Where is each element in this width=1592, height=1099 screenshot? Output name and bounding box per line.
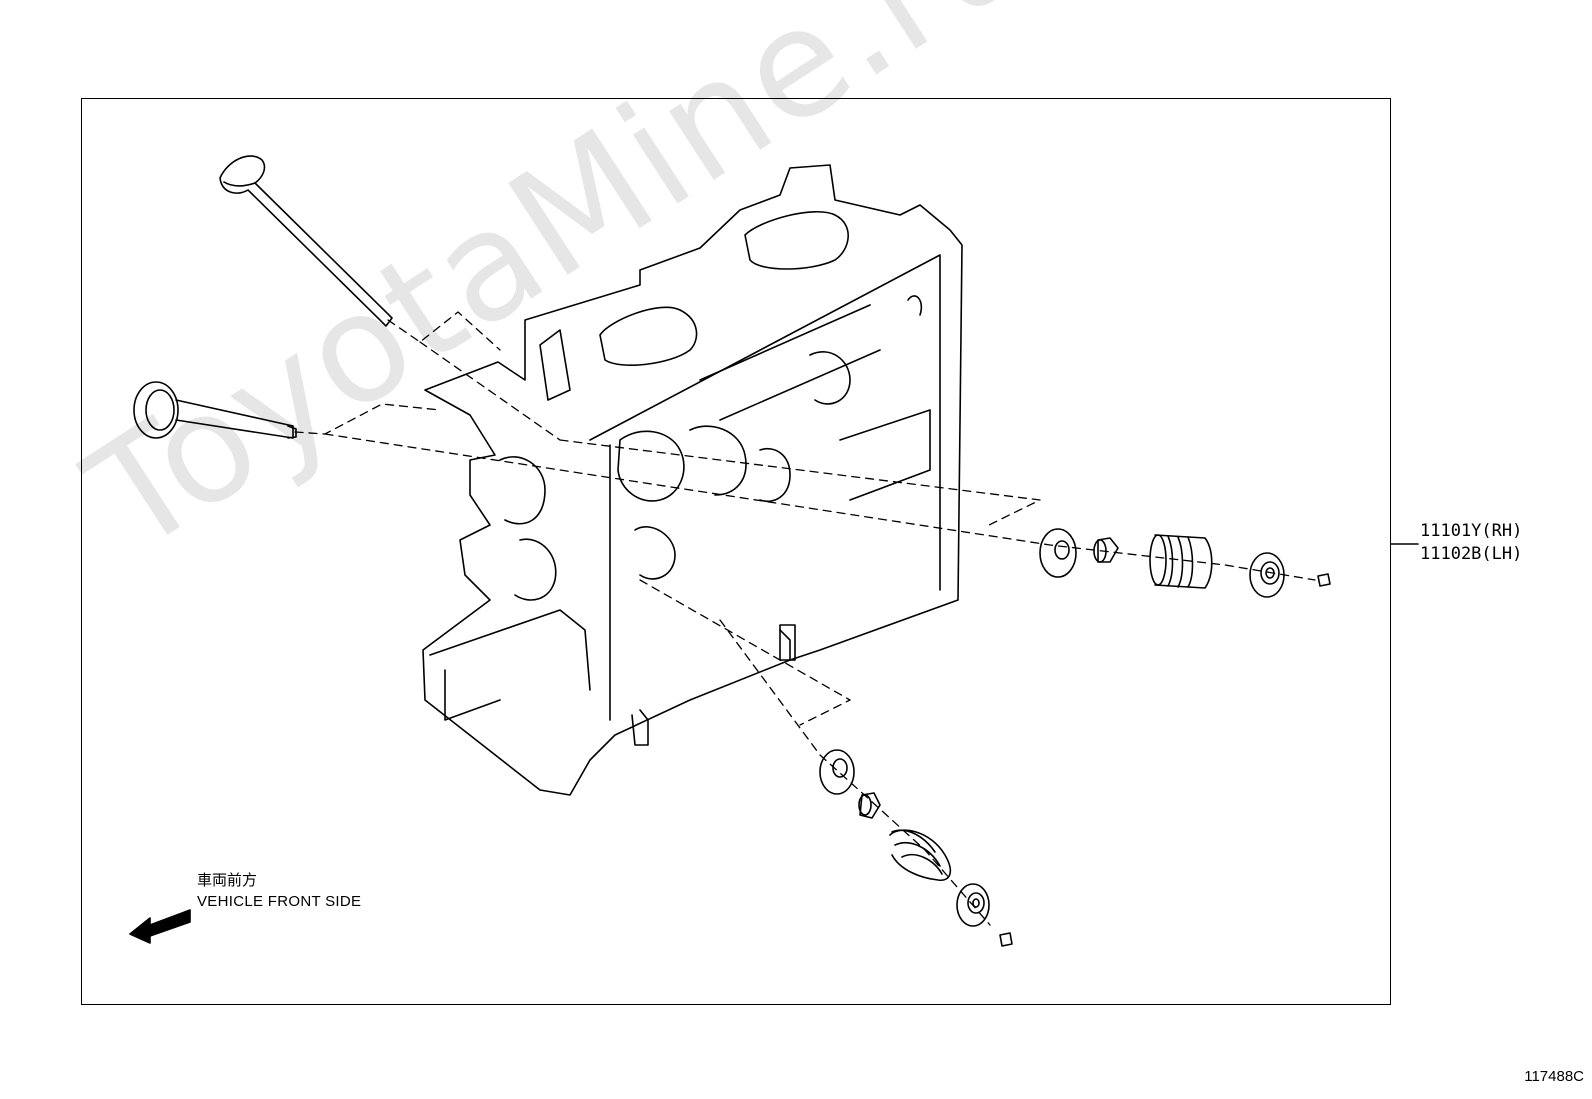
diagram-frame	[81, 98, 1391, 1005]
part-number-rh: 11101Y(RH)	[1420, 521, 1523, 541]
assembly-lines	[294, 311, 1316, 926]
valve-parts-lower	[819, 749, 1013, 947]
exhaust-valve	[133, 381, 297, 439]
vehicle-front-label-jp: 車両前方	[197, 871, 258, 889]
valve-parts-right	[1039, 528, 1331, 598]
part-number-callout: 11101Y(RH) 11102B(LH)	[1420, 520, 1522, 566]
figure-id: 117488C	[1524, 1068, 1584, 1085]
intake-valve	[219, 155, 393, 327]
part-number-lh: 11102B(LH)	[1420, 544, 1523, 564]
front-arrow-icon	[129, 909, 191, 944]
vehicle-front-label: VEHICLE FRONT SIDE	[197, 893, 362, 910]
cylinder-head	[422, 164, 963, 796]
